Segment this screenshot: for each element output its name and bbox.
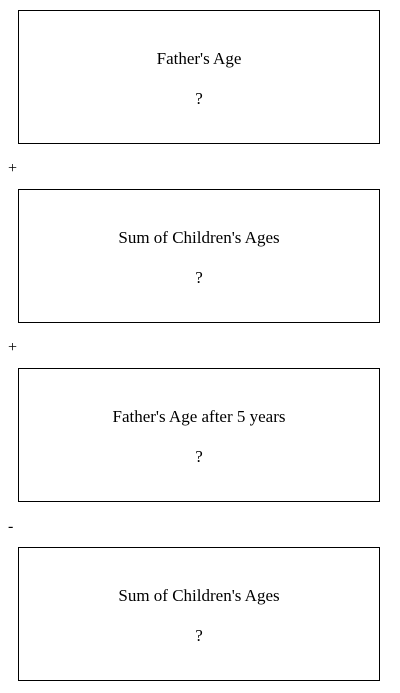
fathers-age-box: Father's Age ?: [18, 10, 380, 144]
fathers-age-after-5-years-box: Father's Age after 5 years ?: [18, 368, 380, 502]
box-title: Father's Age after 5 years: [112, 407, 286, 426]
box-value: ?: [195, 447, 203, 466]
box-value: ?: [195, 89, 203, 108]
plus-operator: +: [8, 160, 18, 177]
sum-of-childrens-ages-box-2: Sum of Children's Ages ?: [18, 547, 380, 681]
box-title: Father's Age: [156, 49, 242, 68]
box-title: Sum of Children's Ages: [118, 228, 280, 247]
plus-operator: +: [8, 339, 18, 356]
box-value: ?: [195, 626, 203, 645]
box-value: ?: [195, 268, 203, 287]
box-title: Sum of Children's Ages: [118, 586, 280, 605]
minus-operator: -: [8, 518, 14, 535]
sum-of-childrens-ages-box: Sum of Children's Ages ?: [18, 189, 380, 323]
